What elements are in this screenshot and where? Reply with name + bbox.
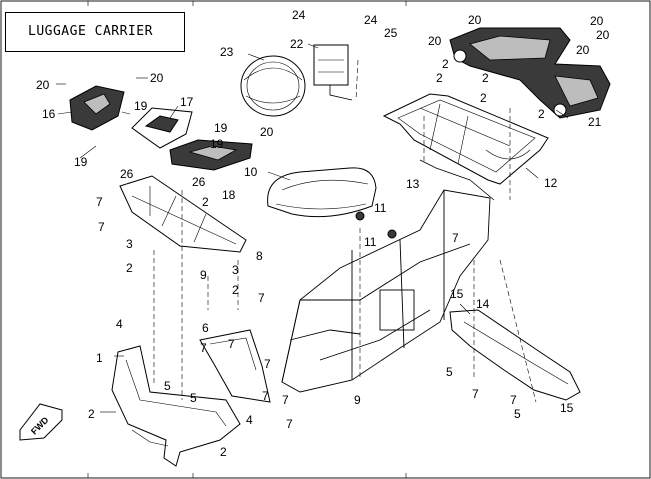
rear-storage-box	[449, 27, 611, 119]
backrest-bracket	[313, 44, 353, 101]
leader-line	[555, 109, 569, 119]
diagram-title: LUGGAGE CARRIER	[28, 24, 153, 39]
leader-line	[79, 145, 97, 159]
front-bumper	[111, 345, 241, 467]
nut	[387, 229, 397, 239]
nut	[355, 211, 365, 221]
leader-line	[169, 105, 179, 119]
front-box-left	[69, 85, 125, 131]
fwd-arrow	[19, 403, 63, 441]
leader-line	[121, 111, 131, 115]
leader-line	[247, 53, 265, 61]
front-rack	[119, 175, 247, 253]
front-box-lid	[131, 107, 193, 149]
rear-bumper	[449, 309, 581, 401]
title-box	[5, 12, 185, 52]
leader-line	[525, 167, 539, 179]
front-lower-bracket	[199, 329, 271, 403]
assembly-line	[355, 59, 359, 101]
front-mat	[169, 139, 253, 171]
assembly-line	[499, 259, 537, 403]
rear-bracket	[419, 159, 495, 201]
backrest-pad	[240, 55, 306, 117]
seat	[267, 167, 377, 218]
leader-line	[307, 43, 319, 49]
rear-rack	[382, 93, 549, 185]
leader-line	[267, 171, 291, 181]
chassis-frame	[281, 189, 491, 393]
leader-line	[459, 303, 471, 315]
leader-line	[57, 111, 73, 115]
